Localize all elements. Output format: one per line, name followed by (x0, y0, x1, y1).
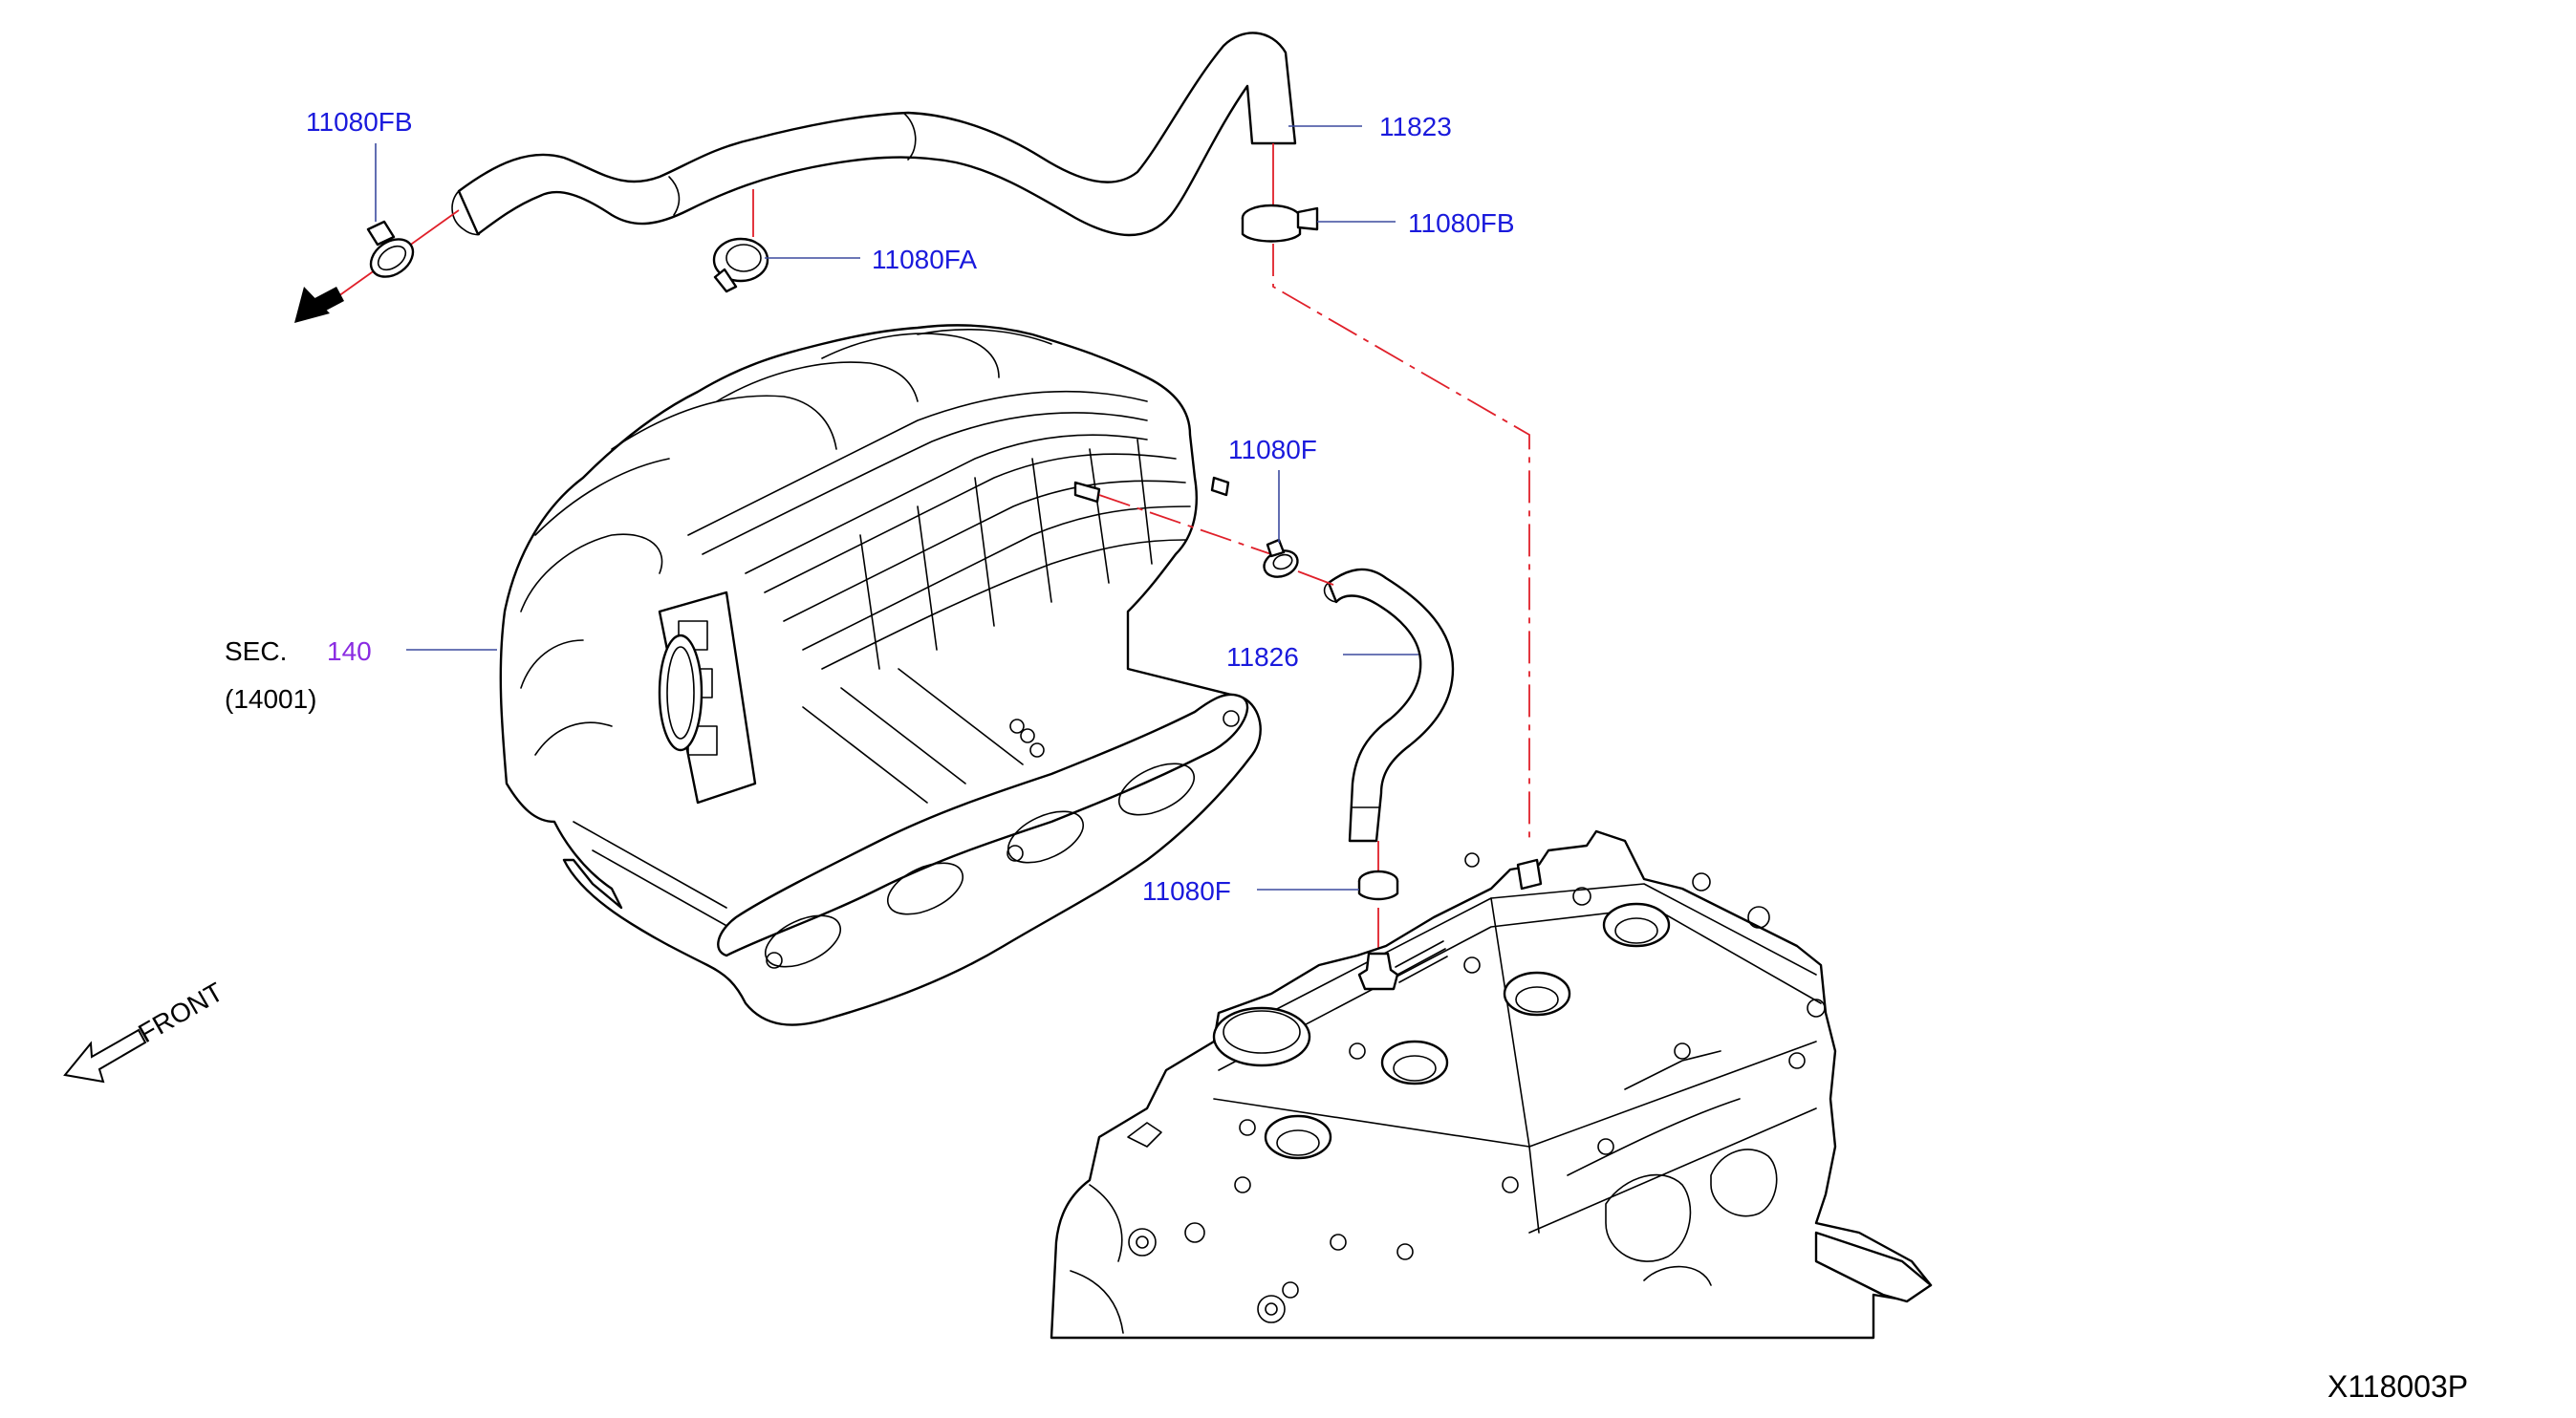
front-direction-arrow-icon (63, 1028, 147, 1084)
label-hose-11823: 11823 (1379, 112, 1452, 141)
label-clamp-11080F-lower: 11080F (1142, 876, 1231, 906)
clamp-11080F-lower (1357, 870, 1399, 901)
intake-manifold-assembly (499, 324, 1262, 1026)
flow-direction-arrow-icon (294, 287, 344, 323)
engine-cylinder-head (1050, 829, 1933, 1340)
clamp-11080FB-right (1241, 204, 1319, 243)
connection-dash-line (1098, 494, 1272, 555)
hose-11826 (1323, 568, 1455, 843)
label-hose-11826: 11826 (1226, 642, 1299, 672)
label-sec-prefix: SEC. (225, 636, 287, 666)
leader-lines (375, 125, 1418, 891)
connection-line (1297, 570, 1334, 586)
diagram-code: X118003P (2327, 1369, 2468, 1404)
label-clamp-11080F-upper: 11080F (1228, 435, 1317, 464)
label-sec-number: 140 (327, 636, 372, 666)
clamp-11080FB-left (366, 220, 415, 278)
clamp-11080F-upper (1263, 538, 1299, 578)
label-clamp-11080FA: 11080FA (872, 245, 977, 274)
clamp-11080FA (712, 237, 769, 293)
connection-dash-line (1272, 244, 1530, 841)
label-front: FRONT (134, 977, 228, 1048)
label-clamp-11080FB-left: 11080FB (306, 107, 413, 137)
hose-11823 (451, 32, 1297, 237)
label-sec-sub: (14001) (225, 684, 317, 714)
label-clamp-11080FB-right: 11080FB (1408, 208, 1515, 238)
